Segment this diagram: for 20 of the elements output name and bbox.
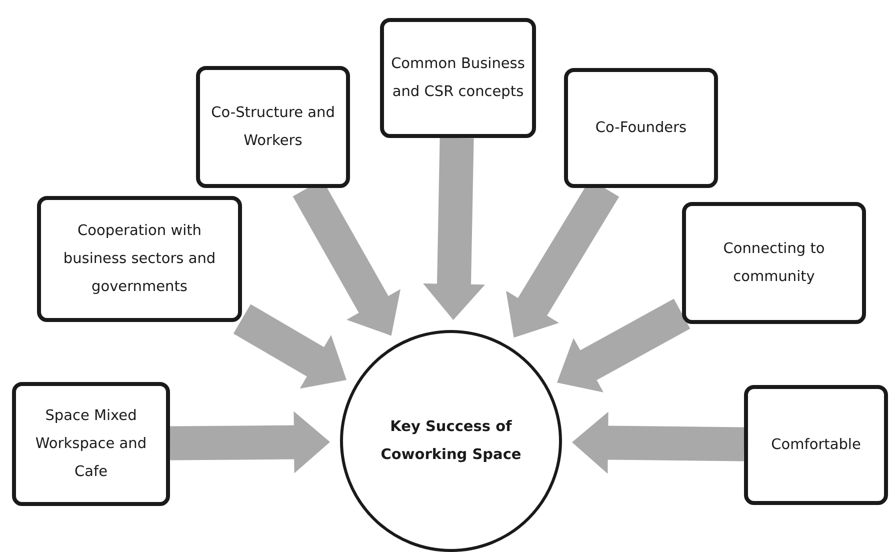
factor-box bbox=[37, 196, 242, 322]
center-label: Key Success of Coworking Space bbox=[380, 418, 522, 465]
factor-label: Connecting to community bbox=[722, 240, 826, 287]
factor-label: Comfortable bbox=[771, 436, 861, 455]
factor-box bbox=[682, 202, 866, 324]
factor-label: Common Business and CSR concepts bbox=[390, 54, 526, 102]
factor-label: Space Mixed Workspace and Cafe bbox=[34, 406, 148, 482]
factor-label: Cooperation with business sectors and governments bbox=[62, 222, 217, 298]
factor-label: Co-Founders bbox=[595, 118, 687, 138]
factor-box bbox=[196, 66, 350, 188]
factor-label: Co-Structure and Workers bbox=[210, 104, 336, 151]
factor-box bbox=[744, 385, 888, 505]
block-arrow bbox=[170, 411, 330, 474]
block-arrow bbox=[557, 298, 690, 392]
block-arrow bbox=[233, 304, 346, 389]
block-arrow bbox=[423, 138, 485, 320]
factor-box bbox=[564, 68, 718, 188]
block-arrow bbox=[572, 412, 744, 474]
factor-box bbox=[12, 382, 170, 506]
factor-box bbox=[380, 18, 536, 138]
